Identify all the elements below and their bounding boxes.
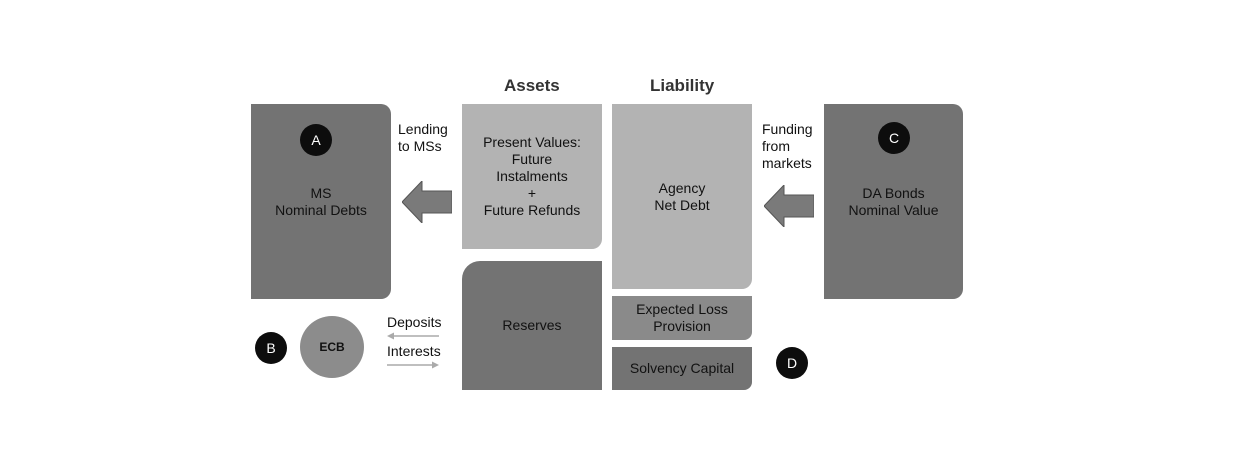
ecb-label: ECB [319, 340, 345, 354]
deposits-arrow-icon [387, 332, 439, 340]
ms-nominal-debts-label: MS Nominal Debts [275, 184, 367, 218]
da-bonds-label: DA Bonds Nominal Value [848, 184, 939, 218]
badge-b: B [255, 332, 287, 364]
expected-loss-provision-label: Expected Loss Provision [636, 301, 728, 334]
assets-heading: Assets [504, 76, 560, 95]
lending-label: Lending to MSs [398, 121, 448, 154]
liability-heading: Liability [650, 76, 715, 95]
lending-arrow-icon [402, 181, 452, 223]
present-values-label: Present Values: Future Instalments + Fut… [483, 134, 581, 218]
ecb-circle: ECB [300, 316, 364, 378]
deposits-label: Deposits [387, 314, 442, 330]
interests-arrow-icon [387, 361, 439, 369]
expected-loss-provision-box: Expected Loss Provision [612, 296, 752, 340]
funding-label: Funding from markets [762, 121, 813, 171]
solvency-capital-box: Solvency Capital [612, 347, 752, 390]
reserves-label: Reserves [502, 317, 562, 333]
interests-label: Interests [387, 343, 441, 359]
agency-net-debt-label: Agency Net Debt [654, 180, 710, 213]
solvency-capital-label: Solvency Capital [629, 360, 735, 376]
badge-d: D [776, 347, 808, 379]
funding-arrow-icon [764, 185, 814, 227]
present-values-box: Present Values: Future Instalments + Fut… [462, 104, 602, 249]
badge-c: C [878, 122, 910, 154]
agency-net-debt-box: Agency Net Debt [612, 104, 752, 289]
reserves-box: Reserves [462, 261, 602, 390]
badge-a: A [300, 124, 332, 156]
